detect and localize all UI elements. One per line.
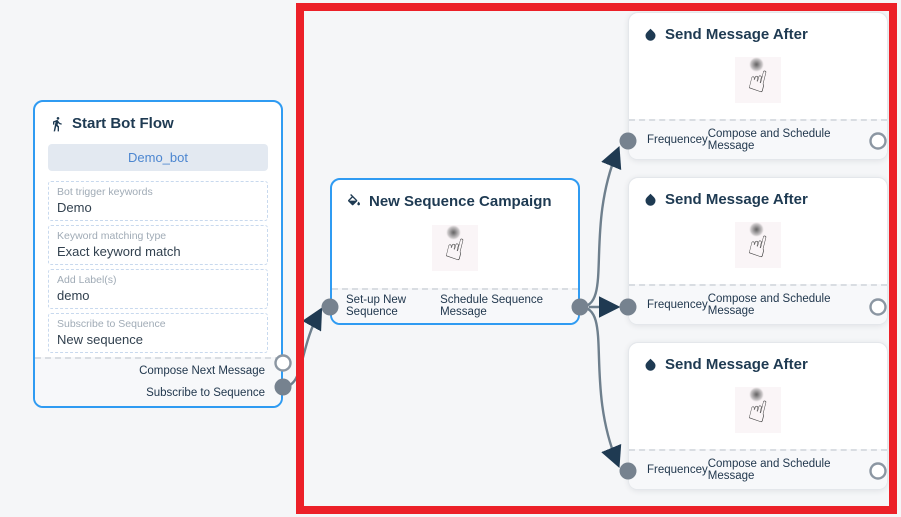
sequence-node-header: New Sequence Campaign [332, 180, 578, 216]
click-here-hand-icon[interactable]: ☝ [735, 387, 781, 433]
port-subscribe-to-sequence[interactable] [274, 378, 292, 396]
wire-subscribe-to-setup-sequence [282, 307, 323, 389]
port-schedule-sequence-message-out[interactable] [571, 298, 589, 316]
node-send-message-after-1[interactable]: Send Message After ☝ Frequencey Compose … [628, 12, 888, 160]
wire-schedule-to-message-3 [579, 305, 622, 468]
pointer-hand-icon: ☝ [744, 392, 771, 431]
node-send-message-after-2[interactable]: Send Message After ☝ Frequencey Compose … [628, 177, 888, 325]
port-compose-next-message[interactable] [274, 354, 292, 372]
sequence-node-title: New Sequence Campaign [369, 193, 552, 210]
start-node-footer: Compose Next Message Subscribe to Sequen… [35, 357, 281, 406]
click-here-hand-icon[interactable]: ☝ [735, 57, 781, 103]
start-node-header: Start Bot Flow [35, 102, 281, 138]
field-value: Demo [57, 200, 92, 215]
field-value: demo [57, 288, 90, 303]
field-label: Bot trigger keywords [57, 186, 153, 198]
pointer-hand-icon: ☝ [744, 62, 771, 101]
message-node-title: Send Message After [665, 191, 808, 208]
tap-dot-icon [447, 225, 460, 239]
field-label: Keyword matching type [57, 230, 167, 242]
pointer-hand-icon: ☝ [744, 227, 771, 266]
water-drop-icon [645, 358, 656, 371]
node-start-bot-flow[interactable]: Start Bot Flow Demo_bot Bot trigger keyw… [33, 100, 283, 408]
walking-person-icon [53, 116, 62, 131]
click-here-hand-icon[interactable]: ☝ [735, 222, 781, 268]
input-label-setup-new-sequence: Set-up New Sequence [346, 294, 407, 319]
ink-bucket-icon [347, 193, 360, 205]
field-value: New sequence [57, 332, 143, 347]
input-label-frequencey: Frequencey [647, 299, 708, 311]
field-label: Subscribe to Sequence [57, 318, 166, 330]
port-compose-schedule-out-3[interactable] [869, 462, 887, 480]
port-compose-schedule-out-2[interactable] [869, 298, 887, 316]
field-add-labels[interactable]: Add Label(s) demo [48, 269, 268, 309]
message-node-title: Send Message After [665, 356, 808, 373]
output-label-compose-next-message: Compose Next Message [139, 364, 265, 377]
output-label-compose-and-schedule-message: Compose and Schedule Message [707, 128, 831, 152]
field-value: Exact keyword match [57, 244, 181, 259]
field-label: Add Label(s) [57, 274, 117, 286]
tap-dot-icon [750, 223, 763, 236]
input-label-frequencey: Frequencey [647, 464, 708, 476]
message-node-footer: Frequencey Compose and Schedule Message [629, 119, 887, 159]
sequence-node-footer: Set-up New Sequence Schedule Sequence Me… [332, 287, 578, 323]
field-subscribe-to-sequence[interactable]: Subscribe to Sequence New sequence [48, 313, 268, 353]
field-keyword-matching-type[interactable]: Keyword matching type Exact keyword matc… [48, 225, 268, 265]
output-label-compose-and-schedule-message: Compose and Schedule Message [707, 293, 831, 317]
output-label-schedule-sequence-message: Schedule Sequence Message [440, 294, 544, 319]
output-label-subscribe-to-sequence: Subscribe to Sequence [146, 386, 265, 399]
node-send-message-after-3[interactable]: Send Message After ☝ Frequencey Compose … [628, 342, 888, 490]
tap-dot-icon [750, 58, 763, 71]
pointer-hand-icon: ☝ [441, 229, 468, 269]
port-frequencey-in-3[interactable] [619, 462, 637, 480]
port-setup-new-sequence-in[interactable] [321, 298, 339, 316]
tap-dot-icon [750, 388, 763, 401]
message-node-footer: Frequencey Compose and Schedule Message [629, 284, 887, 324]
start-node-title: Start Bot Flow [72, 115, 174, 132]
port-frequencey-in-2[interactable] [619, 298, 637, 316]
message-node-footer: Frequencey Compose and Schedule Message [629, 449, 887, 489]
port-frequencey-in-1[interactable] [619, 132, 637, 150]
message-node-header: Send Message After [629, 178, 887, 214]
water-drop-icon [645, 28, 656, 41]
water-drop-icon [645, 193, 656, 206]
message-node-title: Send Message After [665, 26, 808, 43]
port-compose-schedule-out-1[interactable] [869, 132, 887, 150]
wire-schedule-to-message-1 [579, 146, 622, 309]
field-bot-trigger-keywords[interactable]: Bot trigger keywords Demo [48, 181, 268, 221]
message-node-header: Send Message After [629, 13, 887, 49]
message-node-header: Send Message After [629, 343, 887, 379]
click-here-hand-icon[interactable]: ☝ [432, 224, 478, 271]
output-label-compose-and-schedule-message: Compose and Schedule Message [707, 458, 831, 482]
node-new-sequence-campaign[interactable]: New Sequence Campaign ☝ Set-up New Seque… [330, 178, 580, 325]
input-label-frequencey: Frequencey [647, 134, 708, 146]
bot-name-button[interactable]: Demo_bot [48, 144, 268, 171]
